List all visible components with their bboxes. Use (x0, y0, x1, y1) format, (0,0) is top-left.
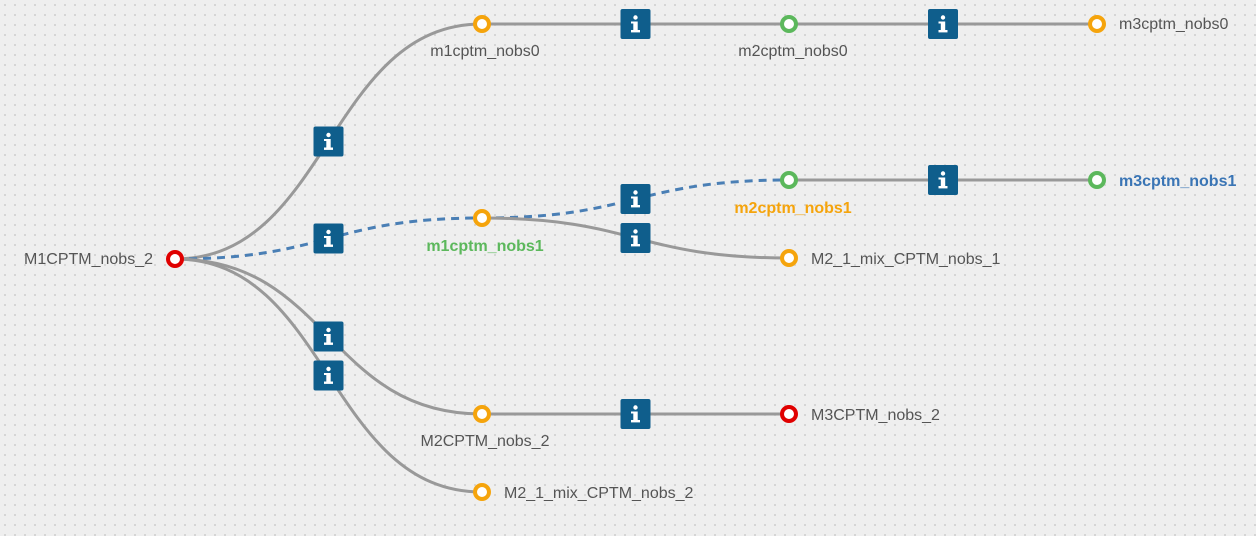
edge-info-button[interactable] (313, 360, 344, 391)
labels-layer: M1CPTM_nobs_2 m1cptm_nobs0 m2cptm_nobs0 m3c… (24, 16, 1236, 502)
node-M3CPTM_nobs_2[interactable] (780, 405, 798, 423)
node-m1cptm_nobs0[interactable] (473, 15, 491, 33)
edge-info-button[interactable] (313, 321, 344, 352)
node-label-M2_1_mix_CPTM_nobs_1: M2_1_mix_CPTM_nobs_1 (811, 251, 1001, 268)
edge-info-button[interactable] (620, 223, 651, 253)
edge-info-button[interactable] (620, 9, 651, 39)
info-icon (324, 366, 333, 384)
edge-info-button[interactable] (313, 223, 344, 254)
node-label-M3CPTM_nobs_2: M3CPTM_nobs_2 (811, 407, 940, 424)
node-label-m1cptm_nobs1: m1cptm_nobs1 (426, 238, 543, 255)
info-icon (631, 229, 640, 247)
edge-info-button[interactable] (928, 9, 958, 39)
info-icon (631, 15, 640, 33)
node-label-M2CPTM_nobs_2: M2CPTM_nobs_2 (421, 433, 550, 450)
info-icon (631, 405, 640, 423)
node-M1CPTM_nobs_2[interactable] (166, 250, 184, 268)
node-label-m3cptm_nobs1: m3cptm_nobs1 (1119, 173, 1236, 190)
info-icon (938, 15, 948, 33)
info-icon (324, 132, 333, 150)
node-m2cptm_nobs0[interactable] (780, 15, 798, 33)
edge-info-button[interactable] (928, 165, 958, 195)
node-M2CPTM_nobs_2[interactable] (473, 405, 491, 423)
node-m3cptm_nobs1[interactable] (1088, 171, 1106, 189)
info-icon (324, 327, 333, 345)
node-m3cptm_nobs0[interactable] (1088, 15, 1106, 33)
node-label-M1CPTM_nobs_2: M1CPTM_nobs_2 (24, 251, 153, 268)
node-m1cptm_nobs1[interactable] (473, 209, 491, 227)
nodes-layer (166, 15, 1106, 501)
node-label-M2_1_mix_CPTM_nobs_2: M2_1_mix_CPTM_nobs_2 (504, 485, 694, 502)
info-icon (324, 229, 333, 247)
node-label-m2cptm_nobs0: m2cptm_nobs0 (738, 43, 847, 60)
info-buttons-layer (313, 9, 958, 429)
node-label-m2cptm_nobs1: m2cptm_nobs1 (734, 200, 851, 217)
node-M2_1_mix_CPTM_nobs_2[interactable] (473, 483, 491, 501)
info-icon (938, 171, 948, 189)
edge-info-button[interactable] (313, 126, 344, 157)
node-m2cptm_nobs1[interactable] (780, 171, 798, 189)
node-label-m1cptm_nobs0: m1cptm_nobs0 (430, 43, 539, 60)
edge-info-button[interactable] (620, 399, 651, 429)
edge-info-button[interactable] (620, 184, 651, 214)
node-label-m3cptm_nobs0: m3cptm_nobs0 (1119, 16, 1228, 33)
node-M2_1_mix_CPTM_nobs_1[interactable] (780, 249, 798, 267)
info-icon (631, 190, 640, 208)
